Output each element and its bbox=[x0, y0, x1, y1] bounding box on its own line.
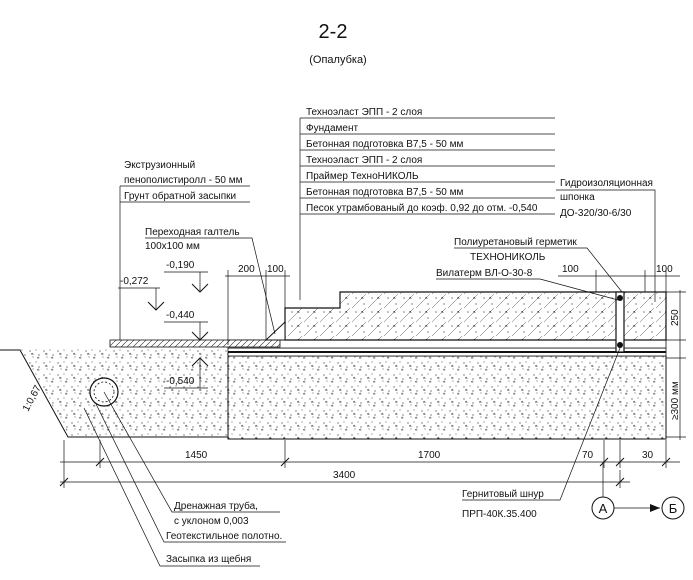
level-0272: -0,272 bbox=[120, 276, 149, 287]
sand-base bbox=[227, 355, 667, 440]
layer-2: Фундамент bbox=[306, 123, 358, 134]
gravel-label: Засыпка из щебня bbox=[166, 553, 251, 565]
section-subtitle: (Опалубка) bbox=[309, 54, 366, 66]
foundation-layers-callout: Техноэласт ЭПП - 2 слоя Фундамент Бетонн… bbox=[299, 107, 555, 300]
level-0190: -0,190 bbox=[166, 260, 195, 271]
dim-30: 30 bbox=[642, 450, 654, 461]
gernit-label-2: ПРП-40К.35.400 bbox=[462, 509, 537, 520]
dim-1450: 1450 bbox=[185, 450, 208, 461]
top-dimensions: 200 100 100 100 bbox=[225, 264, 680, 345]
right-dimensions: 250 ≥300 мм bbox=[666, 290, 686, 440]
dim-70: 70 bbox=[582, 450, 594, 461]
bottom-dimensions: 1450 1700 70 30 3400 bbox=[59, 440, 680, 488]
galtel-leader bbox=[145, 237, 276, 335]
dim-250: 250 bbox=[670, 309, 681, 326]
waterstop-strip bbox=[615, 291, 625, 353]
vilaterm-label: Вилатерм ВЛ-О-30-8 bbox=[436, 268, 533, 279]
drain-label-2: с уклоном 0,003 bbox=[174, 516, 249, 527]
level-0440: -0,440 bbox=[166, 310, 195, 321]
dim-100-c: 100 bbox=[656, 264, 673, 275]
dim-100-a: 100 bbox=[267, 264, 284, 275]
geotextile-label: Геотекстильное полотно. bbox=[166, 531, 282, 542]
backfill-layers-callout: Экструзионный пенополистиролл - 50 мм Гр… bbox=[119, 160, 250, 340]
layer-6: Бетонная подготовка В7,5 - 50 мм bbox=[306, 187, 463, 198]
gernit-cord bbox=[617, 342, 623, 348]
waterstop-label-2: шпонка bbox=[560, 192, 595, 203]
dim-1700: 1700 bbox=[418, 450, 441, 461]
gernit-leader bbox=[462, 347, 621, 501]
level-0540: -0,540 bbox=[166, 376, 195, 387]
layer-7: Песок утрамбованый до коэф. 0,92 до отм.… bbox=[306, 202, 538, 214]
galtel-label-1: Переходная галтель bbox=[145, 227, 240, 238]
galtel-fillet bbox=[264, 320, 286, 341]
axis-a: А bbox=[599, 501, 608, 516]
slope-label: 1:0,67 bbox=[21, 383, 44, 413]
dim-100-b: 100 bbox=[562, 264, 579, 275]
sealant-label-1: Полиуретановый герметик bbox=[454, 237, 577, 248]
dim-200: 200 bbox=[238, 264, 255, 275]
drain-label-1: Дренажная труба, bbox=[174, 500, 258, 512]
level-marks: -0,190 -0,272 -0,440 -0,540 bbox=[118, 260, 209, 389]
waterstop-leader bbox=[556, 189, 656, 302]
axis-b: Б bbox=[669, 501, 678, 516]
galtel-label-2: 100х100 мм bbox=[145, 241, 200, 252]
drain-leader bbox=[103, 391, 280, 513]
vilaterm-cord bbox=[617, 295, 623, 301]
foundation-slab bbox=[284, 291, 621, 341]
layer-3: Бетонная подготовка В7,5 - 50 мм bbox=[306, 139, 463, 150]
wall-section bbox=[619, 291, 667, 341]
geotextile-leader bbox=[95, 403, 286, 543]
axis-b-marker bbox=[661, 496, 685, 520]
layer-5: Праймер ТехноНИКОЛЬ bbox=[306, 171, 419, 182]
dim-300: ≥300 мм bbox=[670, 381, 681, 420]
concrete-prep-upper bbox=[227, 339, 667, 349]
backfill-2: пенополистиролл - 50 мм bbox=[124, 175, 243, 186]
dim-3400: 3400 bbox=[333, 470, 356, 481]
layer-1: Техноэласт ЭПП - 2 слоя bbox=[306, 107, 422, 118]
sealant-leader bbox=[454, 247, 623, 293]
backfill-1: Экструзионный bbox=[124, 160, 195, 171]
waterstop-label-3: ДО-320/30-6/30 bbox=[560, 208, 632, 219]
ground-left bbox=[0, 349, 228, 438]
gernit-label-1: Гернитовый шнур bbox=[462, 489, 544, 500]
waterstop-label-1: Гидроизоляционная bbox=[560, 178, 653, 189]
section-title: 2-2 bbox=[319, 21, 348, 43]
sealant-label-2: ТЕХНОНИКОЛЬ bbox=[470, 252, 546, 263]
gravel-leader bbox=[83, 407, 260, 567]
vilaterm-leader bbox=[436, 278, 619, 301]
layer-4: Техноэласт ЭПП - 2 слоя bbox=[306, 155, 422, 166]
backfill-3: Грунт обратной засыпки bbox=[124, 190, 236, 202]
xps-insulation bbox=[109, 339, 281, 348]
